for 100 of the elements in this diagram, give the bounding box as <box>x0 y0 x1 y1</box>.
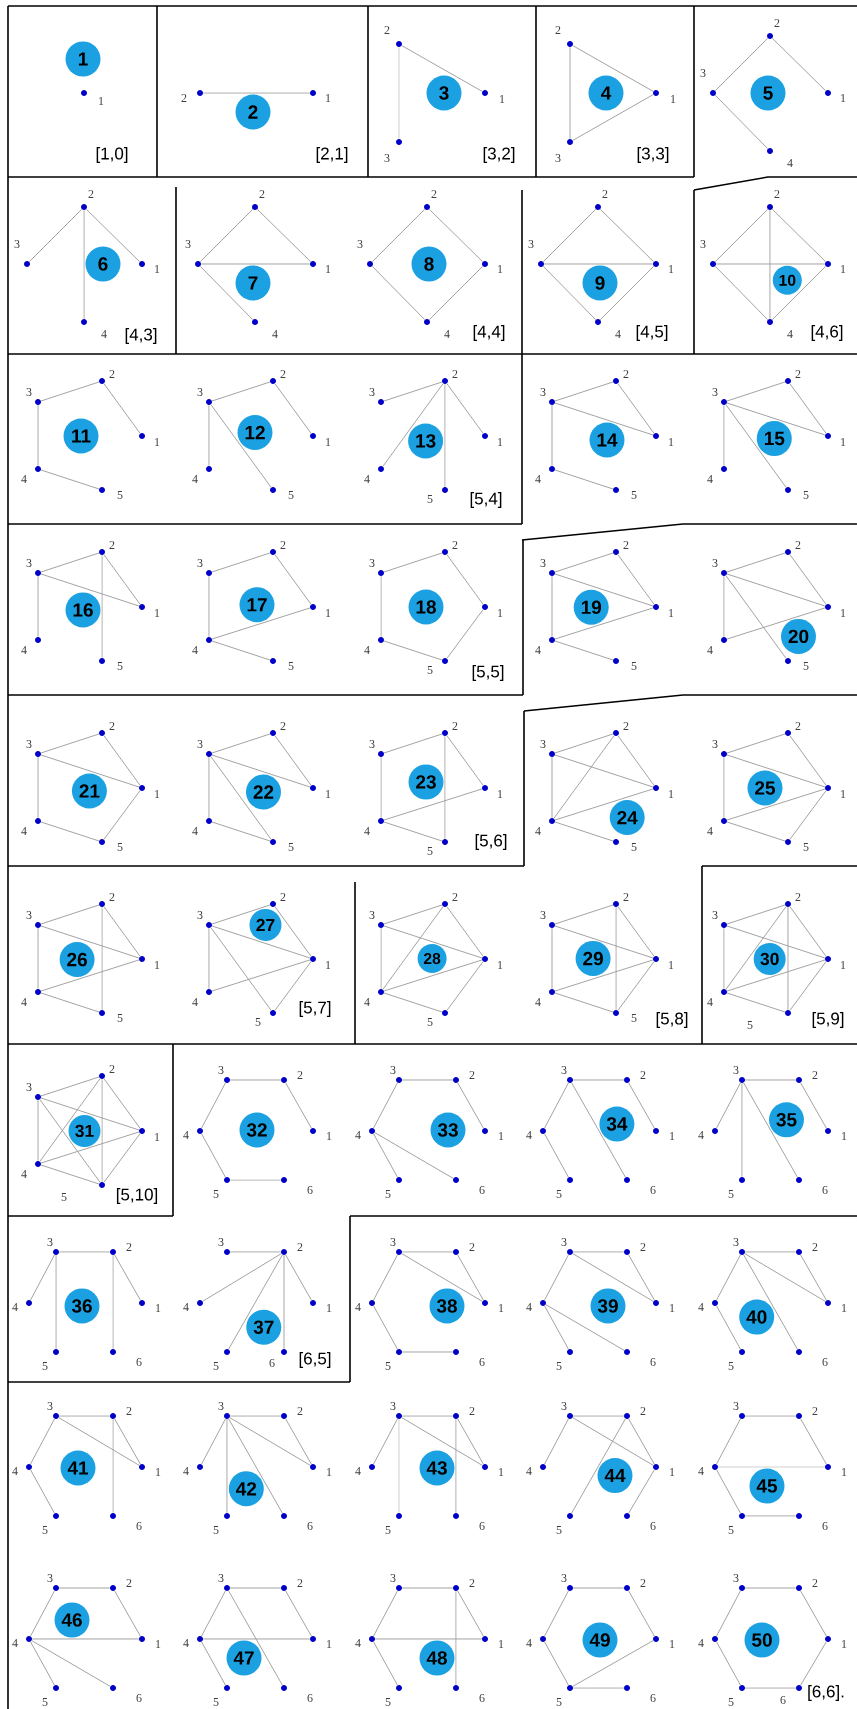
vertex-label: 2 <box>126 1579 132 1587</box>
vertex-label: 2 <box>126 1407 132 1415</box>
graph-edge <box>401 1251 454 1253</box>
vertex-label: 1 <box>327 1468 332 1476</box>
vertex-label: 5 <box>427 495 433 503</box>
graph-edge <box>615 906 617 1011</box>
vertex-label: 6 <box>822 1357 828 1366</box>
vertex-label: 1 <box>326 609 331 617</box>
vertex-label: 6 <box>650 1693 656 1702</box>
graph-edge <box>554 788 654 821</box>
vertex-label: 5 <box>117 662 123 670</box>
vertex-label: 1 <box>327 1304 332 1312</box>
vertex-label: 2 <box>812 1579 818 1587</box>
vertex-label: 5 <box>288 662 294 670</box>
graph-edge <box>428 265 484 321</box>
graph-edge <box>383 904 443 925</box>
graph-edge <box>374 1132 454 1179</box>
graph-edge <box>201 1418 226 1465</box>
vertex-label: 1 <box>156 1304 161 1312</box>
vertex-label: 3 <box>47 1401 53 1410</box>
graph-edge <box>723 404 725 467</box>
graph-edge <box>200 263 311 265</box>
graph-edge <box>58 1417 140 1466</box>
vertex-label: 3 <box>712 910 718 919</box>
group-label: [4,4] <box>473 325 505 341</box>
vertex-label: 6 <box>822 1521 828 1530</box>
vertex-label: 5 <box>385 1526 391 1534</box>
graph-edge <box>274 735 312 786</box>
graph-edge <box>39 1099 101 1183</box>
vertex-label: 2 <box>640 1579 646 1587</box>
vertex-label: 1 <box>499 1304 504 1312</box>
vertex-label: 1 <box>842 1132 847 1140</box>
vertex-label: 6 <box>307 1521 313 1530</box>
graph-edge <box>101 554 103 659</box>
group-label: [5,9] <box>812 1012 844 1028</box>
vertex-label: 2 <box>280 893 286 901</box>
graph-edge <box>285 1590 312 1637</box>
vertex-label: 5 <box>42 1362 48 1370</box>
graph-edge <box>726 573 826 607</box>
graph-edge <box>628 1418 655 1465</box>
graph-edge <box>446 383 484 434</box>
vertex-label: 3 <box>555 153 561 162</box>
graph-edge <box>744 1415 797 1417</box>
vertex-label: 1 <box>669 438 674 446</box>
vertex-label: 6 <box>650 1185 656 1194</box>
graph-edge <box>201 1641 226 1686</box>
vertex-label: 5 <box>803 843 809 851</box>
graph-edge <box>617 735 655 786</box>
vertex-label: 2 <box>812 1243 818 1251</box>
graph-edge <box>202 92 311 94</box>
vertex-label: 1 <box>326 438 331 446</box>
graph-edge <box>40 573 140 607</box>
vertex-label: 6 <box>650 1357 656 1366</box>
vertex-label: 1 <box>670 1468 675 1476</box>
vertex-label: 1 <box>99 97 104 105</box>
graph-edge <box>401 1587 454 1589</box>
vertex-label: 2 <box>795 722 801 730</box>
graph-edge <box>373 1082 398 1129</box>
vertex-label: 1 <box>499 1640 504 1648</box>
vertex-label: 2 <box>109 893 115 901</box>
graph-edge <box>374 1638 483 1640</box>
graph-edge <box>40 381 100 402</box>
vertex-label: 5 <box>803 662 809 670</box>
graph-edge <box>30 1469 55 1514</box>
vertex-label: 4 <box>12 1303 18 1311</box>
vertex-label: 1 <box>669 609 674 617</box>
graph-edge <box>723 927 725 990</box>
graph-edge <box>726 821 786 842</box>
graph-edge <box>210 927 272 1011</box>
vertex-label: 4 <box>183 1303 189 1311</box>
vertex-label: 1 <box>670 1304 675 1312</box>
graph-edge <box>446 735 484 786</box>
graph-edge <box>58 1415 111 1417</box>
graph-edge <box>373 1418 398 1465</box>
graph-edge <box>208 927 210 990</box>
graph-edge <box>572 1417 654 1466</box>
graph-edge <box>716 1590 741 1637</box>
graph-edge <box>800 1590 827 1637</box>
group-label: [4,5] <box>636 325 668 341</box>
graph-edge <box>789 790 827 840</box>
group-label: [4,3] <box>125 328 157 344</box>
vertex-label: 6 <box>822 1185 828 1194</box>
vertex-label: 1 <box>498 265 503 273</box>
graph-edge <box>617 554 655 605</box>
graph-edge <box>789 906 827 957</box>
graph-edge <box>103 735 141 786</box>
graph-edge <box>551 927 553 990</box>
graph-edge <box>283 1254 285 1350</box>
vertex-label: 1 <box>156 1640 161 1648</box>
graph-edge <box>37 756 39 819</box>
vertex-label: 1 <box>326 790 331 798</box>
vertex-label: 3 <box>47 1573 53 1582</box>
graph-edge <box>199 265 254 321</box>
vertex-label: 2 <box>774 19 780 27</box>
vertex-label: 3 <box>197 739 203 748</box>
vertex-label: 4 <box>12 1639 18 1647</box>
graph-edge <box>40 469 100 490</box>
graph-edge <box>444 383 446 488</box>
graph-edge <box>726 733 786 754</box>
graph-edge <box>599 265 655 321</box>
